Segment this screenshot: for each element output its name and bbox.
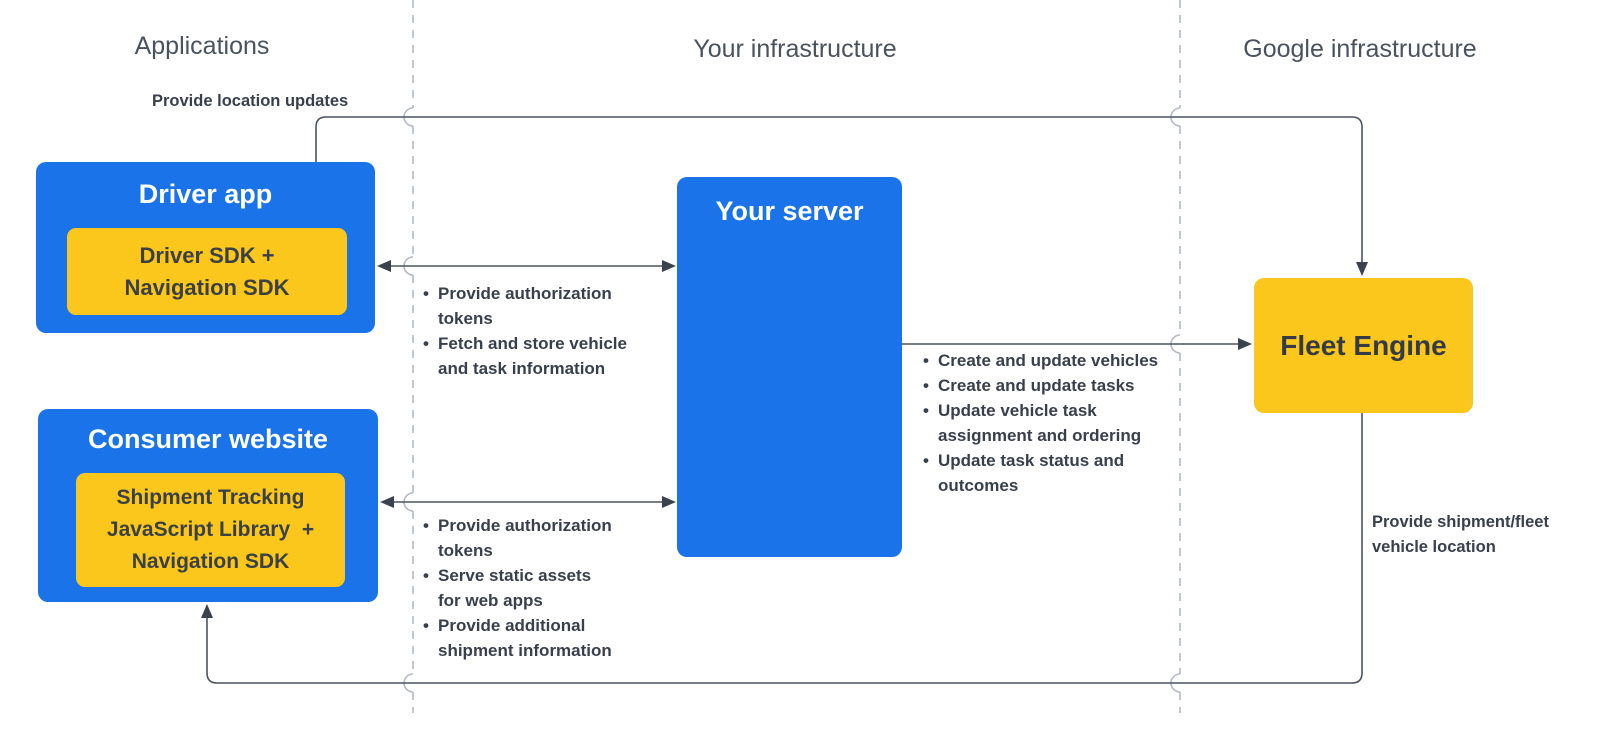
arrowhead-into-server-upper [662, 260, 676, 272]
driver-app-title: Driver app [138, 179, 273, 209]
list-item: Provide additional shipment information [423, 613, 658, 663]
edge-label-provide-shipment-fleet: Provide shipment/fleet vehicle location [1372, 513, 1549, 556]
your-server-box: Your server [677, 177, 902, 557]
list-item: Update vehicle task assignment and order… [923, 398, 1193, 448]
driver-app-box: Driver app Driver SDK + Navigation SDK [36, 162, 375, 333]
list-item: Create and update vehicles [923, 348, 1193, 373]
list-item: Serve static assets for web apps [423, 563, 658, 613]
bullet-list-consumer-server: Provide authorization tokens Serve stati… [423, 513, 658, 663]
driver-sdk-box: Driver SDK + Navigation SDK [67, 228, 347, 315]
arrowhead-into-server-lower [662, 496, 676, 508]
edge-fleet-to-consumer [206, 413, 1363, 684]
edge-driver-to-fleet-engine [315, 116, 1363, 262]
connectors [206, 116, 1363, 684]
lane-header-applications: Applications [134, 32, 270, 60]
lane-header-your-infrastructure: Your infrastructure [693, 35, 897, 63]
edge-label-provide-location-updates: Provide location updates [152, 92, 349, 110]
list-item: Provide authorization tokens [423, 281, 663, 331]
fleet-engine-box: Fleet Engine [1254, 278, 1473, 413]
your-server-title: Your server [715, 196, 864, 226]
bullet-list-server-fleet: Create and update vehicles Create and up… [923, 348, 1193, 498]
arrowhead-into-fleet-left [1238, 338, 1252, 350]
consumer-website-title: Consumer website [87, 424, 329, 454]
list-item: Fetch and store vehicle and task informa… [423, 331, 663, 381]
arrowhead-into-consumer-right [380, 496, 394, 508]
arrowhead-into-driver-app [377, 260, 391, 272]
shipment-tracking-library-box: Shipment Tracking JavaScript Library + N… [76, 473, 345, 587]
consumer-website-box: Consumer website Shipment Tracking JavaS… [38, 409, 378, 602]
arrowhead-into-consumer-bottom [201, 604, 213, 618]
fleet-engine-title: Fleet Engine [1280, 329, 1447, 361]
arrowheads [201, 260, 1368, 618]
list-item: Create and update tasks [923, 373, 1193, 398]
bullet-list-driver-server: Provide authorization tokens Fetch and s… [423, 281, 663, 381]
arrowhead-into-fleet-top [1356, 262, 1368, 276]
lane-header-google-infrastructure: Google infrastructure [1243, 35, 1477, 63]
list-item: Update task status and outcomes [923, 448, 1193, 498]
list-item: Provide authorization tokens [423, 513, 658, 563]
